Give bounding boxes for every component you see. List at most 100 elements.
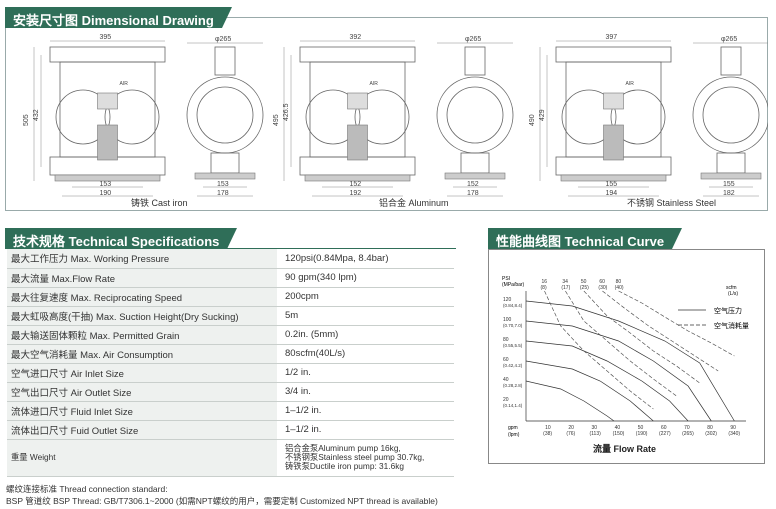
y-tick-label: 100 [503, 317, 512, 323]
y-tick-label: 80 [503, 337, 509, 343]
base-label-b: 194 [606, 190, 618, 197]
left-chamber [305, 89, 361, 145]
air-consumption-label: 16 [542, 279, 548, 285]
spec-label: 最大虹吸高度(干抽) Max. Suction Height(Dry Sucki… [7, 306, 277, 326]
side-label-a: 153 [217, 181, 229, 188]
spec-row-weight: 重量 Weight 铝合金泵Aluminum pump 16kg, 不锈钢泵St… [7, 439, 454, 477]
pressure-curve [525, 300, 735, 422]
side-label-a: 152 [467, 181, 479, 188]
air-valve [603, 92, 624, 110]
spec-value: 1–1/2 in. [277, 401, 454, 421]
x-tick-label: 50 [638, 425, 644, 431]
pressure-curve [525, 340, 689, 422]
spec-label: 最大工作压力 Max. Working Pressure [7, 249, 277, 269]
side-outlet [214, 46, 236, 76]
weight-iron: 铸铁泵Ductile iron pump: 31.6kg [285, 461, 404, 471]
x-unit-a: gpm [508, 425, 518, 431]
height-label-b: 432 [33, 109, 40, 121]
footnote-line1: 螺纹连接标准 Thread connection standard: [6, 484, 168, 494]
spec-header: 技术规格 Technical Specifications [5, 228, 238, 249]
outlet-manifold [299, 46, 416, 63]
dimensional-drawing-header: 安装尺寸图 Dimensional Drawing [5, 7, 232, 28]
spec-value: 5m [277, 306, 454, 326]
diameter-label: φ265 [465, 36, 481, 43]
y-tick-label: 120 [503, 297, 512, 303]
y-unit-a: PSI [502, 276, 510, 282]
y-tick-label: 60 [503, 357, 509, 363]
diameter-label: φ265 [215, 36, 231, 43]
side-inlet [716, 152, 746, 174]
base-plate [304, 174, 411, 182]
air-consumption-label: 80 [616, 279, 622, 285]
air-consumption-label: 34 [562, 279, 568, 285]
weight-stainless: 不锈钢泵Stainless steel pump 30.7kg, [285, 452, 425, 462]
spec-value: 3/4 in. [277, 382, 454, 402]
air-unit-b: (L/s) [728, 291, 738, 297]
height-label-a: 490 [529, 114, 536, 126]
side-label-b: 178 [467, 190, 479, 197]
x-tick-sub: (340) [728, 431, 740, 437]
base-label-a: 153 [100, 181, 112, 188]
base-plate [560, 174, 667, 182]
y-tick-sub: (0.42,4.2) [503, 363, 523, 368]
spec-label: 最大往复速度 Max. Reciprocating Speed [7, 287, 277, 307]
y-unit-b: (MPa/bar) [502, 282, 525, 288]
curve-panel [488, 249, 765, 464]
base-plate [54, 174, 161, 182]
right-chamber [610, 89, 666, 145]
air-consumption-sub: (40) [615, 285, 624, 291]
base-label-a: 155 [606, 181, 618, 188]
diameter-label: φ265 [721, 36, 737, 43]
spec-underline [5, 248, 456, 249]
air-consumption-label: 50 [581, 279, 587, 285]
x-tick-sub: (190) [636, 431, 648, 437]
base-label-b: 190 [100, 190, 112, 197]
right-chamber [104, 89, 160, 145]
spec-label: 最大输送固体颗粒 Max. Permitted Grain [7, 325, 277, 345]
base-label-b: 192 [350, 190, 362, 197]
spec-value-weight: 铝合金泵Aluminum pump 16kg, 不锈钢泵Stainless st… [277, 439, 454, 477]
side-chamber [186, 76, 264, 154]
spec-label: 空气出口尺寸 Air Outlet Size [7, 382, 277, 402]
side-base [444, 172, 506, 180]
spec-label: 最大流量 Max.Flow Rate [7, 268, 277, 288]
x-tick-sub: (265) [682, 431, 694, 437]
air-valve [97, 92, 118, 110]
caption-stainless: 不锈钢 Stainless Steel [627, 198, 717, 208]
right-chamber [354, 89, 410, 145]
width-label: 392 [350, 34, 362, 41]
curve-header: 性能曲线图 Technical Curve [488, 228, 683, 249]
x-tick-label: 20 [568, 425, 574, 431]
air-valve [347, 92, 368, 110]
footnote-line2: BSP 管道纹 BSP Thread: GB/T7306.1~2000 (如需N… [6, 496, 438, 506]
side-chamber-inner [196, 86, 254, 144]
base-label-a: 152 [350, 181, 362, 188]
spec-value: 200cpm [277, 287, 454, 307]
x-tick-sub: (227) [659, 431, 671, 437]
y-tick-label: 20 [503, 397, 509, 403]
x-tick-label: 40 [615, 425, 621, 431]
width-label: 397 [606, 34, 618, 41]
air-consumption-curve [583, 290, 700, 384]
air-consumption-curve [618, 290, 735, 357]
side-base [194, 172, 256, 180]
height-label-a: 495 [273, 114, 280, 126]
x-axis-label: 流量 Flow Rate [593, 443, 656, 454]
x-tick-label: 80 [707, 425, 713, 431]
spec-row: 最大虹吸高度(干抽) Max. Suction Height(Dry Sucki… [7, 306, 454, 326]
center-muffler [97, 124, 118, 161]
air-label: AIR [370, 81, 379, 87]
spec-value: 120psi(0.84Mpa, 8.4bar) [277, 249, 454, 269]
caption-aluminum: 铝合金 Aluminum [379, 198, 449, 208]
side-inlet [460, 152, 490, 174]
outlet-manifold [555, 46, 672, 63]
